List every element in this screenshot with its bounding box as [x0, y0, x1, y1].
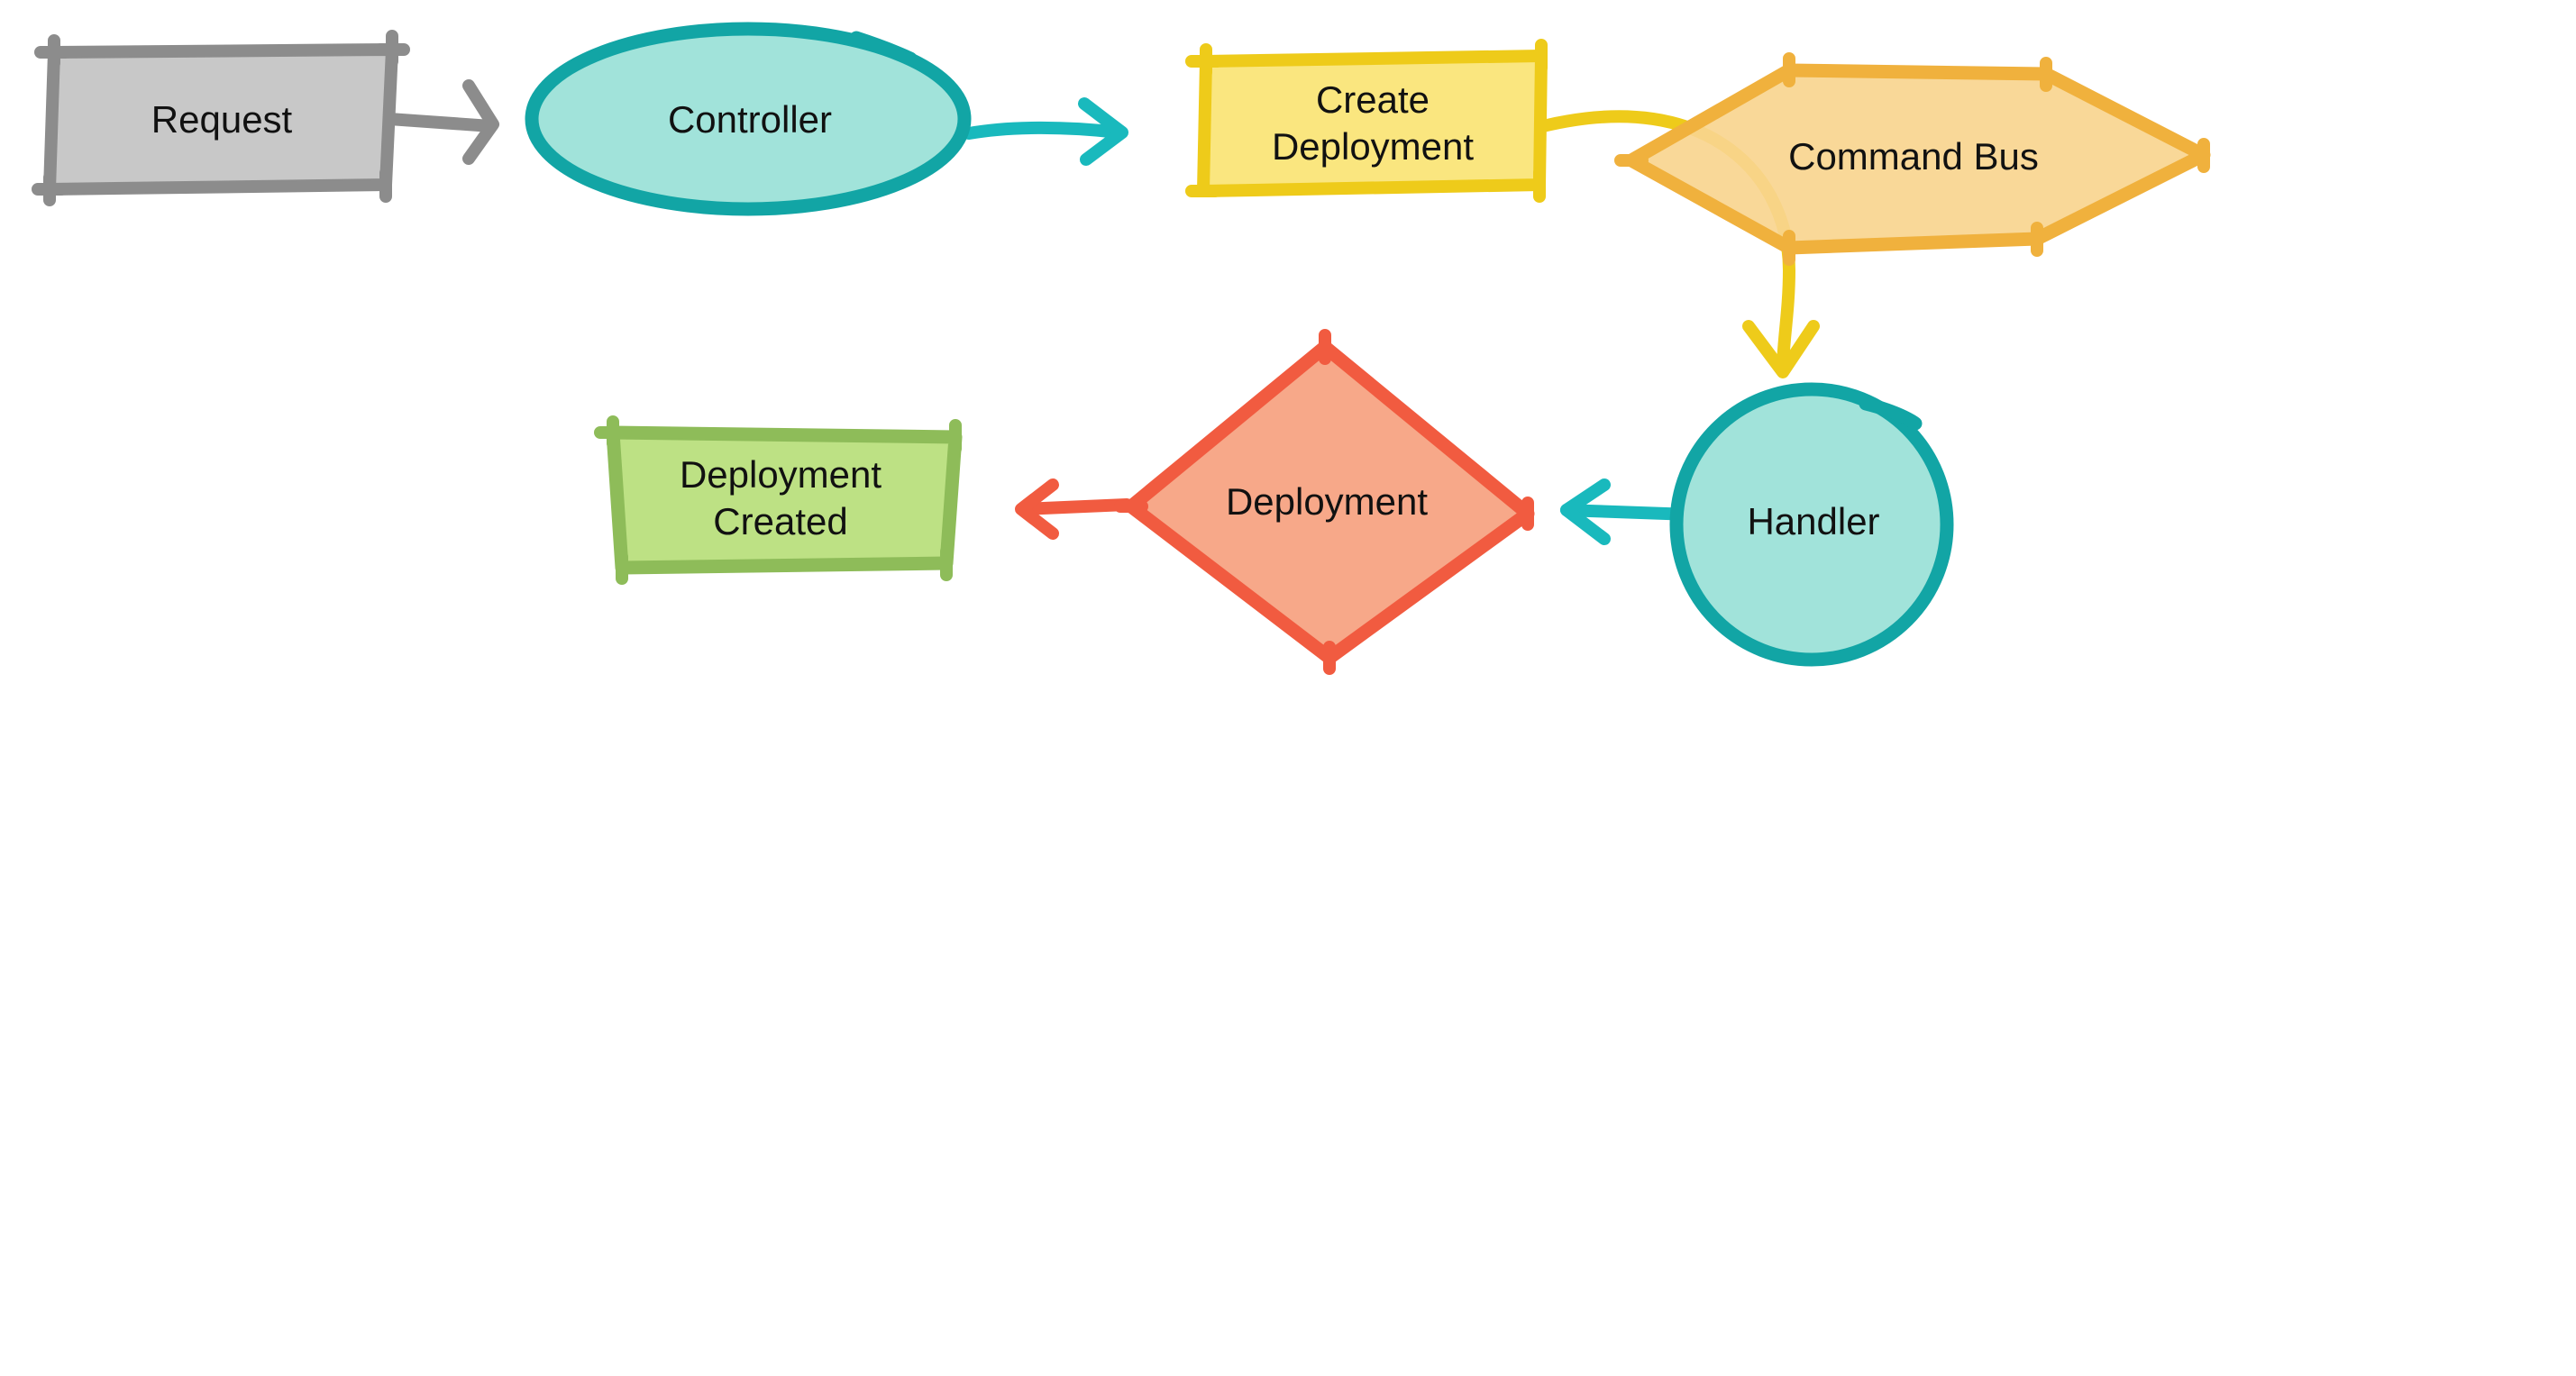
arrowhead-icon [1015, 478, 1059, 540]
node-deployment-created: Deployment Created [594, 415, 963, 585]
node-deployment: Deployment [1114, 329, 1535, 675]
node-deployment-label: Deployment [1226, 480, 1428, 523]
node-command-bus-label: Command Bus [1788, 135, 2039, 178]
node-handler-label: Handler [1747, 500, 1879, 542]
node-request: Request [32, 30, 410, 206]
arrowhead-icon [462, 79, 499, 165]
arrowhead-icon [1742, 320, 1820, 378]
arrowhead-icon [1560, 478, 1611, 545]
node-create-deployment-label-line2: Deployment [1272, 125, 1474, 168]
node-controller-sketch-marks [849, 31, 918, 66]
node-create-deployment-sketch-marks [1185, 39, 1548, 203]
node-create-deployment-shape [1197, 50, 1548, 197]
node-request-label: Request [151, 98, 293, 141]
node-controller-shape [525, 22, 972, 216]
node-request-sketch-marks [32, 30, 410, 206]
node-deployment-created-label-line1: Deployment [680, 453, 882, 496]
node-handler-shape [1669, 382, 1954, 667]
node-deployment-created-label-line2: Created [713, 500, 847, 542]
edge-deployment-to-deployment-created [1015, 478, 1133, 540]
node-create-deployment: Create Deployment [1185, 39, 1548, 203]
node-command-bus: Command Bus [1614, 52, 2211, 266]
node-handler: Handler [1669, 382, 1954, 667]
node-controller-label: Controller [668, 98, 832, 141]
node-command-bus-sketch-marks [1614, 52, 2210, 266]
edge-line [383, 113, 498, 132]
edge-line [963, 121, 1126, 140]
node-deployment-created-sketch-marks [594, 415, 962, 585]
edge-request-to-controller [383, 79, 499, 165]
node-deployment-sketch-marks [1114, 329, 1534, 675]
arrowhead-icon [1078, 97, 1128, 166]
node-controller: Controller [525, 22, 972, 216]
edge-controller-to-create-deployment [963, 97, 1128, 166]
node-handler-sketch-marks [1859, 396, 1923, 431]
node-create-deployment-label-line1: Create [1316, 78, 1430, 121]
edge-line [1017, 498, 1133, 515]
